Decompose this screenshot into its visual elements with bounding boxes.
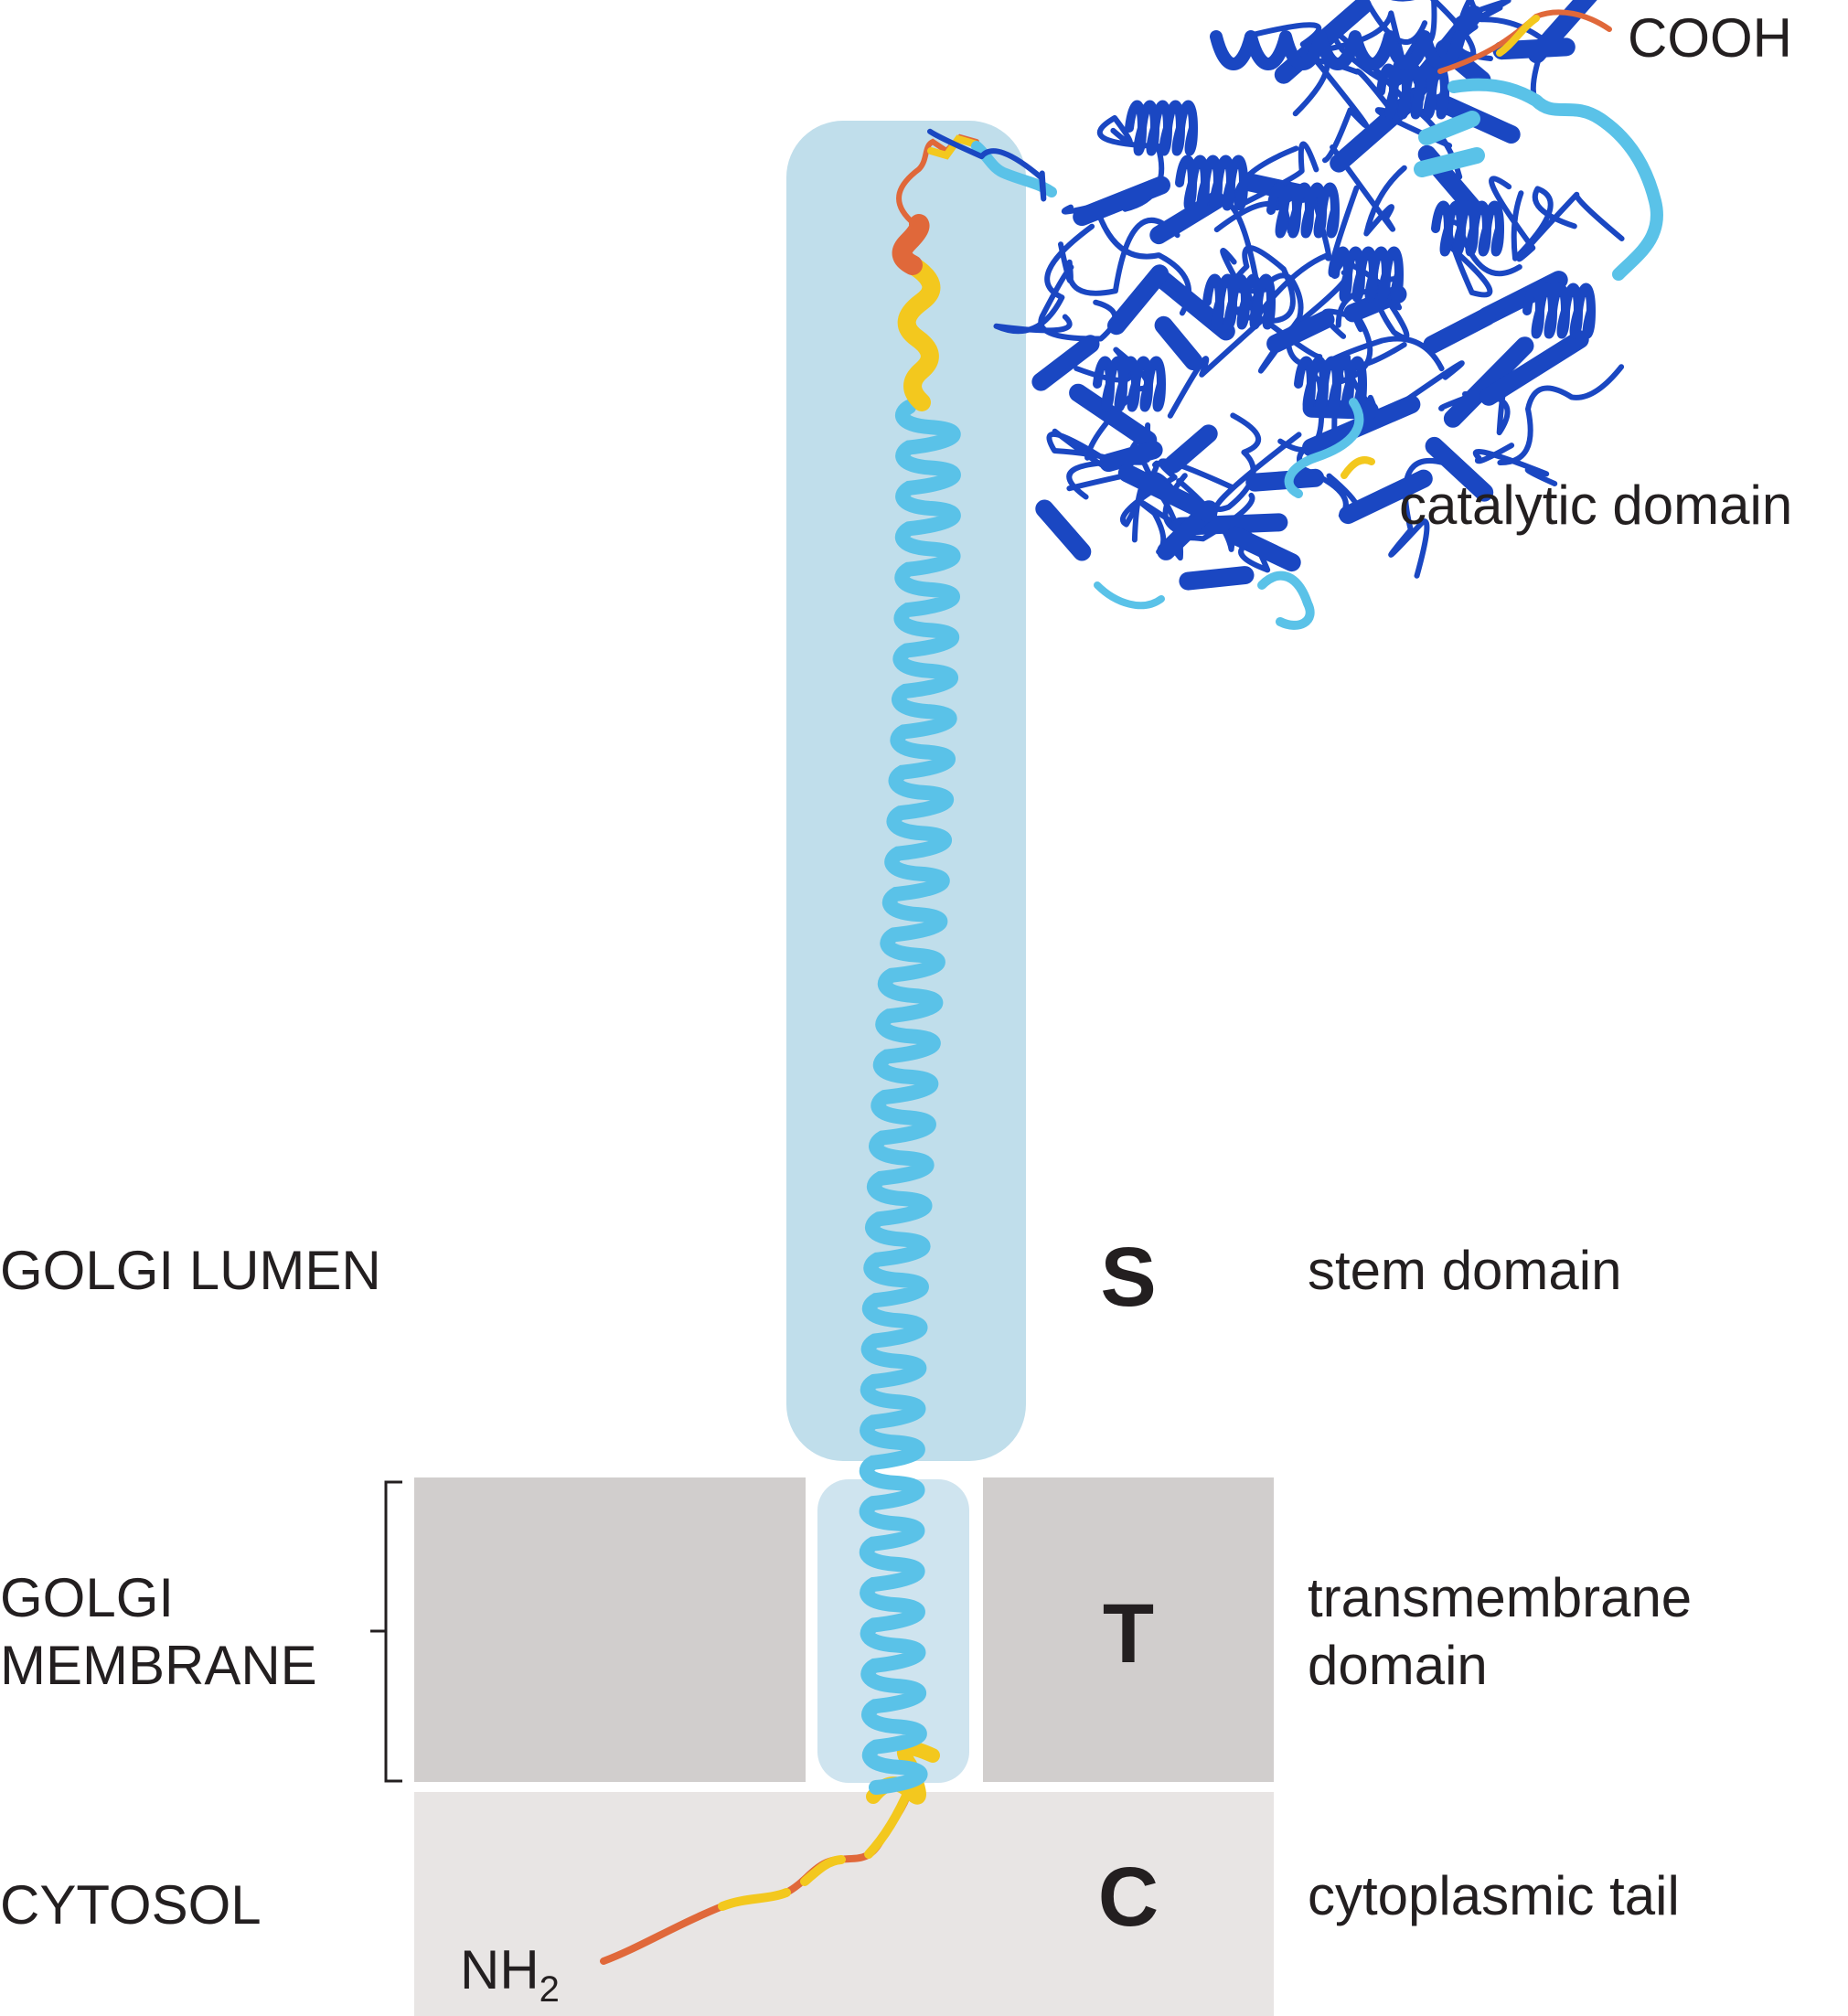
catalytic-strand [1035,499,1092,561]
helix-top-orange [892,214,930,275]
catalytic-helix [1202,273,1276,330]
c-terminus-label: COOH [1628,7,1792,69]
catalytic-loop [1138,473,1195,555]
catalytic-loop [1213,412,1302,512]
catalytic-strand [1154,315,1203,371]
membrane-block-right [983,1477,1274,1782]
catalytic-loop [1388,457,1448,579]
helix-ribbon [859,400,961,1795]
cytosol-block [414,1792,1274,2016]
catalytic-strand [1069,383,1158,450]
catalytic-loop [1244,22,1370,164]
catalytic-loop [1058,217,1180,296]
catalytic-strand [1339,469,1433,525]
golgi-lumen-label: GOLGI LUMEN [0,1240,381,1301]
catalytic-loop [1497,364,1625,466]
catalytic-strand [1073,176,1170,227]
helix-top-yellow [897,256,941,411]
catalytic-light-loop-left [1094,581,1165,610]
stem-letter: S [1100,1231,1156,1324]
linker-top-yellow [927,134,980,160]
catalytic-helix [1294,356,1367,412]
catalytic-helix [1522,283,1596,339]
transmembrane-domain-box [817,1479,969,1783]
catalytic-helix [1376,63,1449,120]
golgi-membrane-label-line1: GOLGI [0,1567,174,1628]
catalytic-strand [1164,424,1218,474]
catalytic-loop [1330,144,1407,237]
catalytic-light-loop-bottom [1257,571,1315,630]
catalytic-strand [1117,464,1218,523]
catalytic-strand [1031,335,1100,391]
catalytic-strand [1423,307,1497,354]
catalytic-periphery-light [1447,78,1663,281]
catalytic-strand [1179,566,1255,591]
catalytic-strand [1425,436,1494,502]
golgi-membrane-label-line2: MEMBRANE [0,1635,317,1696]
tail-letter: C [1098,1851,1159,1944]
membrane-bracket [370,1480,402,1783]
catalytic-strand [1266,310,1335,353]
alpha-helix [859,400,961,1795]
catalytic-domain-label: catalytic domain [1399,475,1792,536]
catalytic-loop [1362,0,1428,45]
catalytic-strand [1107,264,1170,336]
n-terminus-label: NH2 [460,1939,560,2010]
catalytic-strand [1479,330,1589,406]
cytosol-label: CYTOSOL [0,1874,262,1936]
linker-top [896,133,979,227]
catalytic-helix [1175,155,1248,211]
catalytic-strand [1099,441,1163,473]
cytoplasmic-tail-label: cytoplasmic tail [1308,1865,1680,1926]
c-terminal-tail-yellow [1496,15,1540,57]
catalytic-helix [1093,356,1166,412]
catalytic-helix [1266,182,1340,239]
catalytic-loop [927,128,1047,202]
catalytic-helix [1125,100,1198,156]
catalytic-light-strand [1414,111,1485,177]
catalytic-loop [1472,443,1558,486]
transmembrane-label-line2: domain [1308,1635,1488,1696]
catalytic-domain-structure [927,0,1663,630]
catalytic-yellow-bit [1341,456,1375,479]
catalytic-light-loop [1284,398,1364,498]
n-terminus-main: NH [460,1939,539,2000]
n-terminus-subscript: 2 [539,1969,560,2010]
catalytic-strand [1226,526,1301,572]
catalytic-loop [1489,176,1625,262]
catalytic-strand [1443,336,1534,428]
catalytic-loop [1511,186,1577,261]
catalytic-helix [1431,200,1504,257]
catalytic-top-helix [1210,30,1466,70]
membrane-block-left [414,1477,806,1782]
catalytic-helix [1330,246,1404,303]
catalytic-loop [993,223,1095,335]
transmembrane-label-line1: transmembrane [1308,1567,1692,1628]
catalytic-loop [1062,203,1192,316]
catalytic-loop [1220,197,1332,320]
catalytic-loop [1468,0,1549,110]
catalytic-strand [1343,284,1407,323]
transmembrane-letter: T [1103,1587,1154,1680]
stem-domain-label: stem domain [1308,1240,1621,1301]
